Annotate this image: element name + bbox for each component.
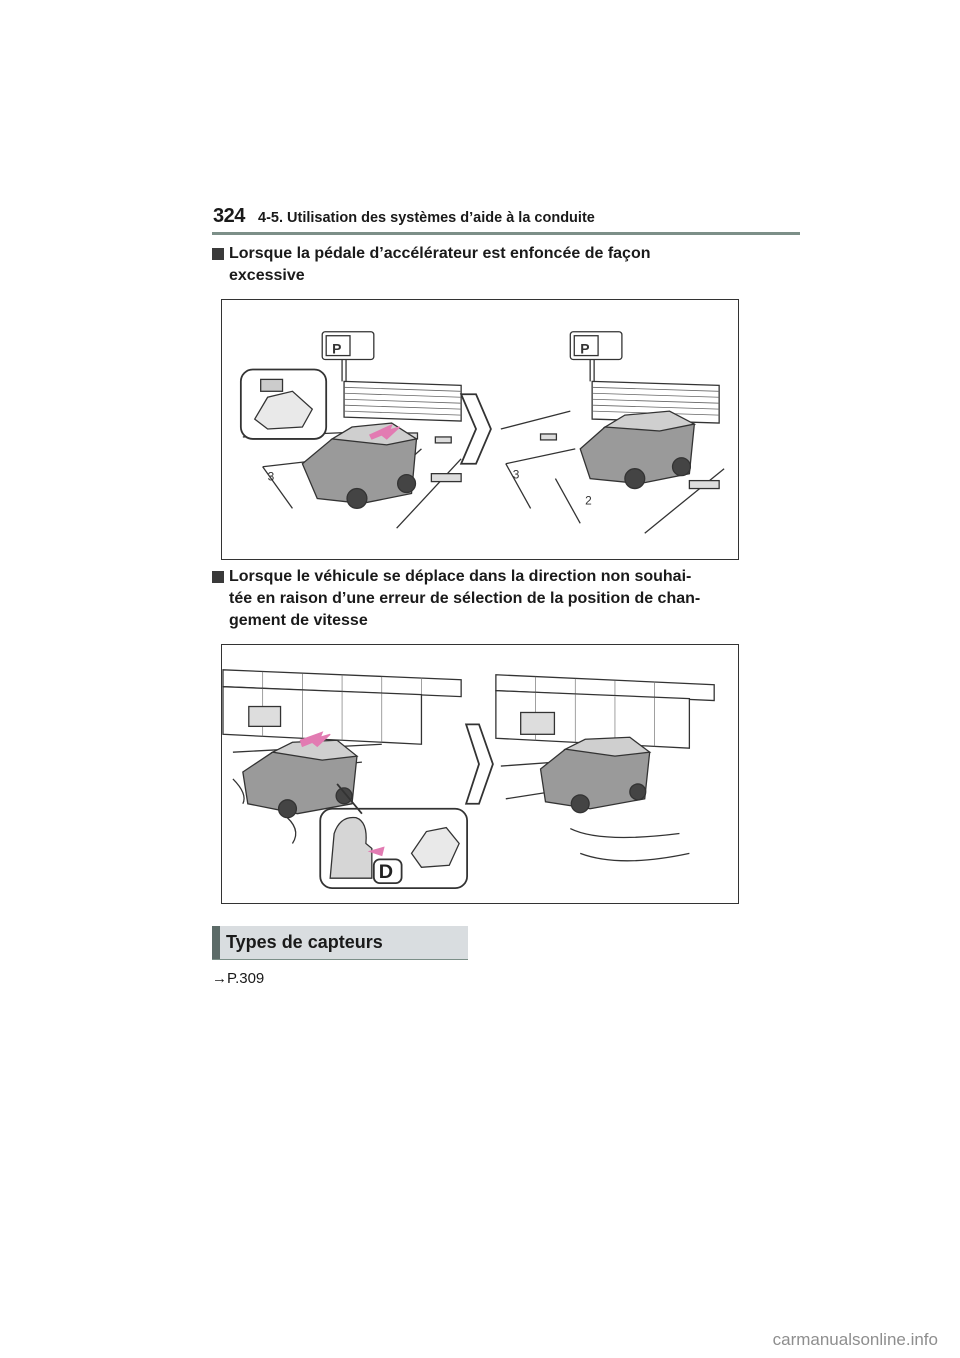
square-bullet-icon: [212, 571, 224, 583]
page-reference-link[interactable]: →P.309: [212, 970, 265, 987]
watermark: carmanualsonline.info: [772, 1330, 938, 1349]
header-rule: [212, 232, 800, 235]
figure-shift-error-illustration: D: [222, 669, 715, 890]
heading-text: Lorsque le véhicule se déplace dans la d…: [229, 568, 701, 629]
figure-parking-acceleration: P P 3 3 2: [221, 299, 739, 560]
space-number: 3: [513, 468, 520, 482]
section-title-bar: [212, 926, 220, 959]
space-number: 2: [585, 493, 592, 507]
space-number: 3: [268, 470, 275, 484]
page-number: 324: [213, 205, 245, 227]
square-bullet-icon: [212, 248, 224, 260]
figure-shift-error: D: [221, 644, 739, 904]
figure-parking-acceleration-illustration: P P 3 3 2: [239, 331, 725, 534]
section-title: Types de capteurs: [226, 932, 383, 952]
chapter-title: 4-5. Utilisation des systèmes d’aide à l…: [258, 210, 595, 226]
heading-accelerator: Lorsque la pédale d’accélérateur est enf…: [212, 243, 650, 287]
parking-sign-label-left: P: [332, 341, 341, 357]
shift-position-d-label: D: [379, 861, 393, 883]
section-title-box: Types de capteurs: [212, 926, 468, 960]
parking-sign-label-right: P: [580, 341, 589, 357]
heading-text: Lorsque la pédale d’accélérateur est enf…: [229, 245, 651, 284]
heading-shift-error: Lorsque le véhicule se déplace dans la d…: [212, 566, 700, 632]
